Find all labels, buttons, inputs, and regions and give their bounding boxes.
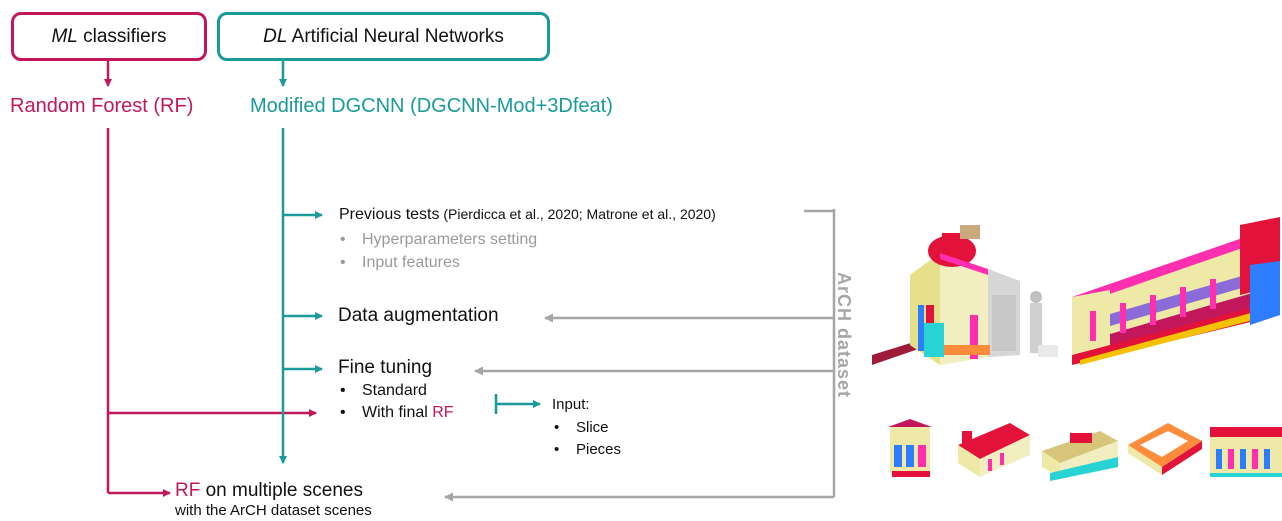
rf-multiple-scenes-sublabel: with the ArCH dataset scenes xyxy=(175,502,372,519)
fine-tuning-label: Fine tuning xyxy=(338,357,433,378)
dl-box-label: Artificial Neural Networks xyxy=(287,25,504,47)
ml-classifiers-box: ML classifiers xyxy=(11,12,207,61)
arcade-building-model-icon xyxy=(1072,217,1280,365)
ml-box-label: classifiers xyxy=(77,25,167,47)
previous-tests-label: Previous tests xyxy=(339,206,440,223)
input-label: Input: xyxy=(552,396,590,413)
list-item: With final RF xyxy=(340,404,454,422)
chapel-model-icon xyxy=(872,225,1058,365)
data-augmentation-label: Data augmentation xyxy=(338,305,499,326)
small-building-5-icon xyxy=(1210,427,1282,477)
small-building-4-icon xyxy=(1128,423,1202,475)
previous-tests-heading: Previous tests (Pierdicca et al., 2020; … xyxy=(339,206,716,224)
rf-multiple-scenes-label: RF on multiple scenes xyxy=(175,480,363,501)
list-item: Slice xyxy=(554,419,609,436)
small-building-3-icon xyxy=(1042,431,1118,481)
dl-abbr: DL xyxy=(263,25,288,47)
dataset-illustrations xyxy=(872,217,1282,481)
list-item: Pieces xyxy=(554,441,621,458)
ml-abbr: ML xyxy=(51,25,78,47)
small-building-2-icon xyxy=(958,423,1030,477)
dgcnn-label: Modified DGCNN (DGCNN-Mod+3Dfeat) xyxy=(250,95,613,117)
list-item: Input features xyxy=(340,254,460,272)
list-item: Hyperparameters setting xyxy=(340,231,537,249)
list-item: Standard xyxy=(340,382,427,400)
dl-networks-box: DL Artificial Neural Networks xyxy=(217,12,550,61)
arch-dataset-label: ArCH dataset xyxy=(834,272,854,399)
rf-highlight: RF xyxy=(432,404,454,421)
previous-tests-citation: (Pierdicca et al., 2020; Matrone et al.,… xyxy=(439,206,716,222)
small-building-1-icon xyxy=(888,419,932,477)
random-forest-label: Random Forest (RF) xyxy=(10,95,194,117)
